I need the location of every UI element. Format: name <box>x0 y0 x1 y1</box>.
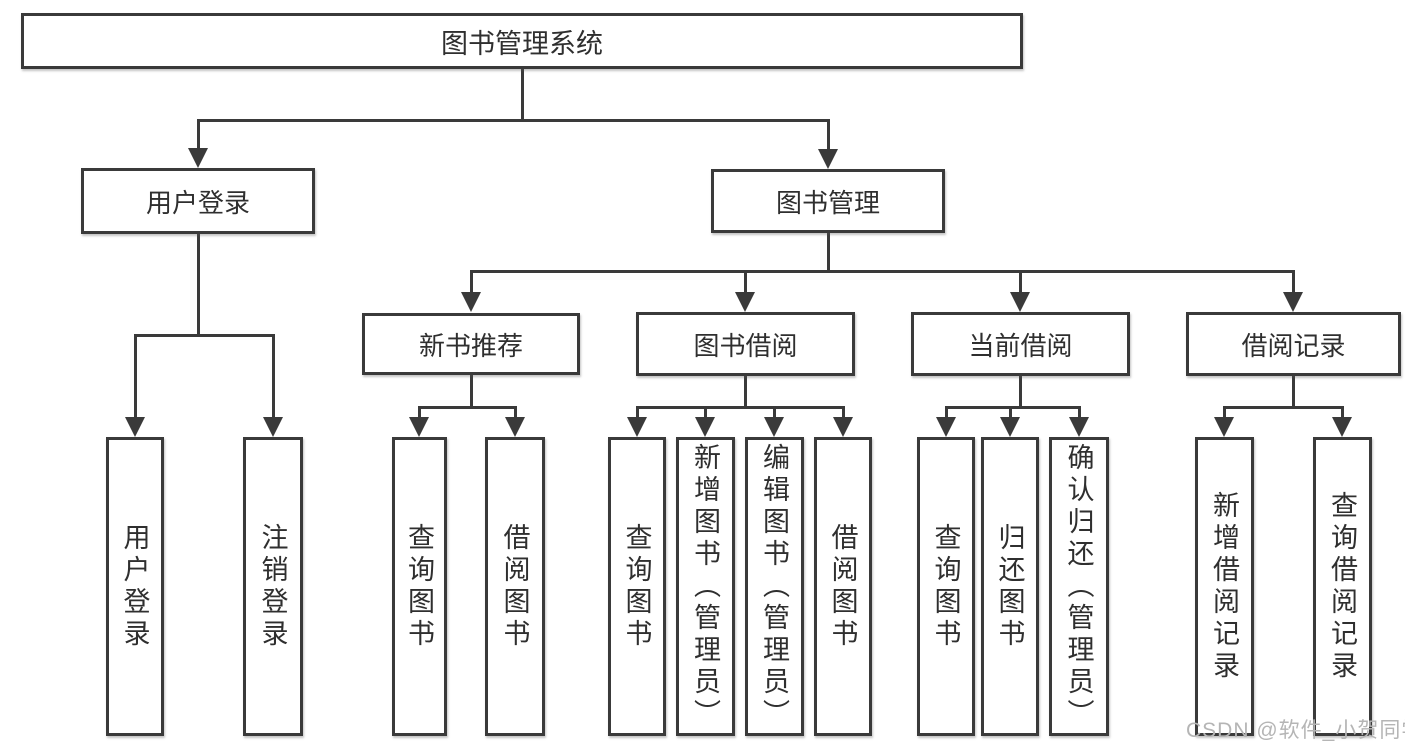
csdn-watermark: CSDN @软件_小贺同学 <box>1186 719 1405 742</box>
connector-line <box>418 406 517 409</box>
connector-line <box>636 406 845 409</box>
connector-line <box>197 119 200 152</box>
node-library-management-system: 图书管理系统 <box>21 13 1023 69</box>
connector-line <box>470 375 473 408</box>
leaf-logout: 注销登录 <box>243 437 303 736</box>
arrow-down-icon <box>1283 292 1303 312</box>
leaf-query-borrow-record: 查询借阅记录 <box>1313 437 1372 736</box>
connector-line <box>842 406 845 420</box>
arrow-down-icon <box>505 417 525 437</box>
connector-line <box>1019 376 1022 408</box>
leaf-query-books-1: 查询图书 <box>392 437 447 736</box>
connector-line <box>197 119 830 122</box>
node-user-login: 用户登录 <box>81 168 315 234</box>
connector-line <box>744 270 747 296</box>
connector-line <box>827 233 830 273</box>
node-book-borrow: 图书借阅 <box>636 312 855 376</box>
leaf-borrow-books-1: 借阅图书 <box>485 437 545 736</box>
node-current-borrow: 当前借阅 <box>911 312 1130 376</box>
connector-line <box>945 406 1081 409</box>
arrow-down-icon <box>695 417 715 437</box>
connector-line <box>134 334 275 337</box>
connector-line <box>470 270 1295 273</box>
arrow-down-icon <box>1069 417 1089 437</box>
leaf-query-books-2: 查询图书 <box>608 437 666 736</box>
node-borrow-records: 借阅记录 <box>1186 312 1401 376</box>
leaf-user-login: 用户登录 <box>106 437 164 736</box>
connector-line <box>134 334 137 420</box>
arrow-down-icon <box>125 417 145 437</box>
leaf-query-books-3: 查询图书 <box>917 437 975 736</box>
connector-line <box>1009 406 1012 420</box>
connector-line <box>827 119 830 152</box>
connector-line <box>1341 406 1344 420</box>
connector-line <box>470 270 473 296</box>
connector-line <box>272 334 275 420</box>
connector-line <box>704 406 707 420</box>
node-book-management: 图书管理 <box>711 169 945 233</box>
arrow-down-icon <box>627 417 647 437</box>
connector-line <box>1223 406 1226 420</box>
arrow-down-icon <box>1010 292 1030 312</box>
arrow-down-icon <box>1214 417 1234 437</box>
arrow-down-icon <box>188 148 208 168</box>
connector-line <box>773 406 776 420</box>
leaf-confirm-return-admin: 确认归还（管理员） <box>1049 437 1109 736</box>
leaf-borrow-books-2: 借阅图书 <box>814 437 872 736</box>
arrow-down-icon <box>461 292 481 312</box>
leaf-add-book-admin: 新增图书（管理员） <box>676 437 735 736</box>
connector-line <box>1019 270 1022 296</box>
arrow-down-icon <box>1000 417 1020 437</box>
arrow-down-icon <box>936 417 956 437</box>
connector-line <box>514 406 517 420</box>
leaf-add-borrow-record: 新增借阅记录 <box>1195 437 1254 736</box>
arrow-down-icon <box>735 292 755 312</box>
connector-line <box>418 406 421 420</box>
connector-line <box>636 406 639 420</box>
leaf-return-book: 归还图书 <box>981 437 1039 736</box>
connector-line <box>1292 376 1295 408</box>
connector-line <box>197 234 200 337</box>
connector-line <box>744 376 747 408</box>
arrow-down-icon <box>833 417 853 437</box>
node-new-book-recommend: 新书推荐 <box>362 313 580 375</box>
arrow-down-icon <box>818 149 838 169</box>
connector-line <box>945 406 948 420</box>
connector-line <box>1292 270 1295 296</box>
arrow-down-icon <box>1332 417 1352 437</box>
connector-line <box>1078 406 1081 420</box>
leaf-edit-book-admin: 编辑图书（管理员） <box>745 437 804 736</box>
connector-line <box>521 69 524 121</box>
arrow-down-icon <box>409 417 429 437</box>
arrow-down-icon <box>263 417 283 437</box>
arrow-down-icon <box>764 417 784 437</box>
connector-line <box>1223 406 1344 409</box>
